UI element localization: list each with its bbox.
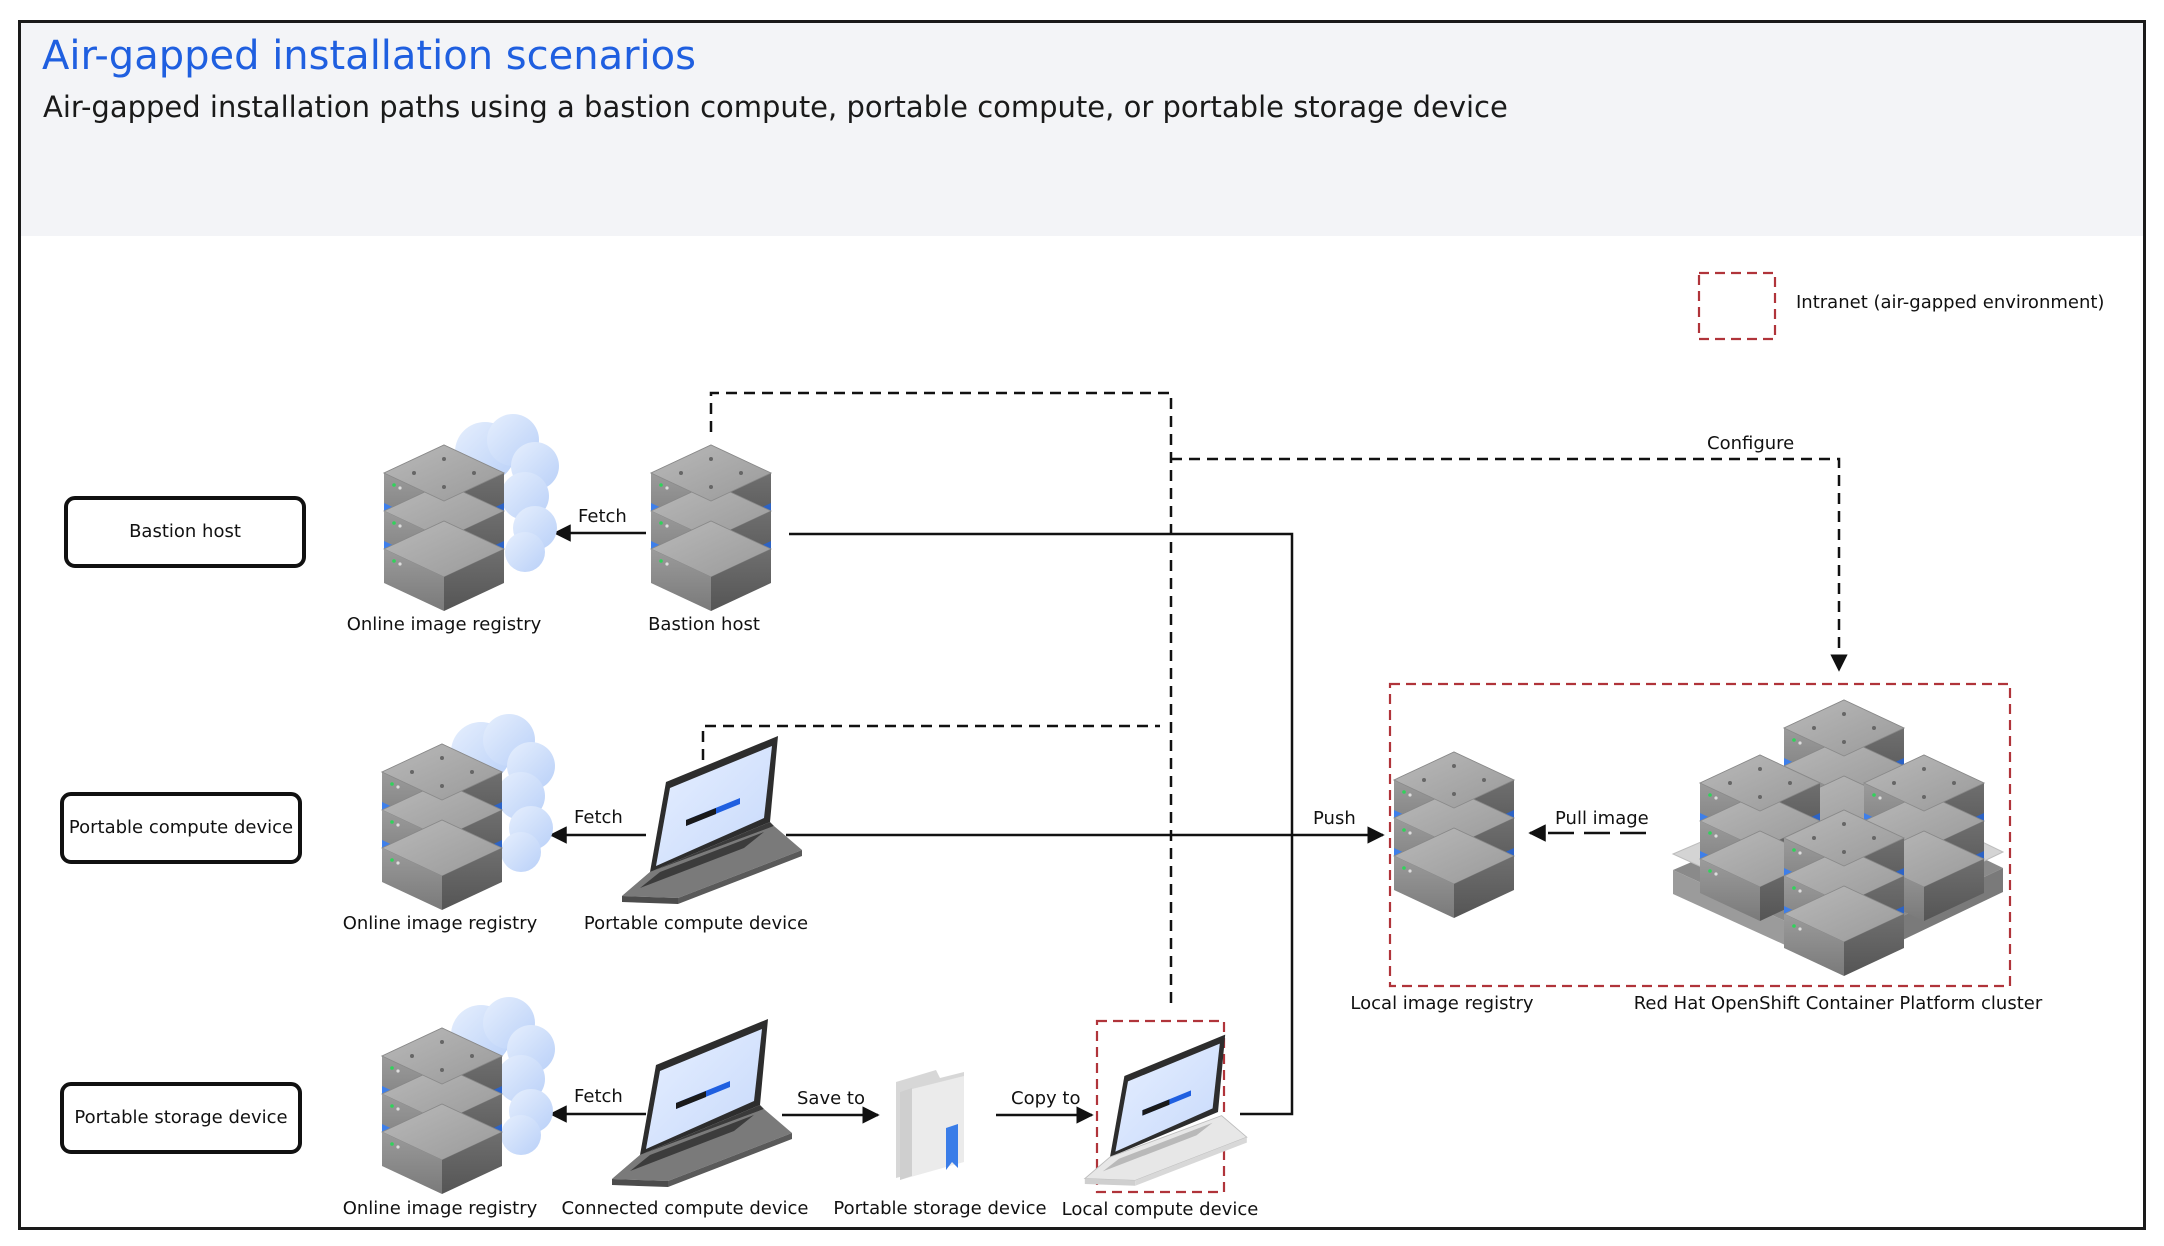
bastion-host-server-icon [651, 445, 771, 611]
row-box-compute-label: Portable compute device [69, 817, 293, 838]
local-registry-server-icon [1394, 752, 1514, 918]
fetch-label-bastion: Fetch [578, 506, 627, 527]
online-registry-label-bastion: Online image registry [347, 614, 542, 635]
laptop-icon [1084, 1034, 1248, 1187]
local-registry-label: Local image registry [1350, 993, 1534, 1014]
folder-icon [896, 1070, 964, 1180]
header: Air-gapped installation scenarios Air-ga… [21, 23, 2143, 236]
copy-to-label: Copy to [1011, 1088, 1080, 1109]
online-registry-label-storage: Online image registry [343, 1198, 538, 1219]
row-box-storage: Portable storage device [60, 1082, 302, 1154]
bastion-solid-link [789, 532, 1294, 1116]
online-registry-icon [382, 997, 555, 1194]
row-box-bastion: Bastion host [64, 496, 306, 568]
bastion-dashed-link [709, 391, 1173, 1008]
portable-storage-label: Portable storage device [833, 1198, 1046, 1219]
laptop-icon [612, 1019, 792, 1187]
intranet-boundary-local-device [1095, 1019, 1226, 1194]
page-title: Air-gapped installation scenarios [42, 33, 696, 79]
fetch-label-storage: Fetch [574, 1086, 623, 1107]
fetch-label-compute: Fetch [574, 807, 623, 828]
portable-compute-label: Portable compute device [584, 913, 808, 934]
openshift-cluster-icon [1671, 700, 2005, 976]
local-compute-label: Local compute device [1062, 1199, 1259, 1220]
save-to-label: Save to [797, 1088, 865, 1109]
online-registry-icon [384, 414, 559, 611]
configure-dashed-arrow [1171, 457, 1848, 672]
bastion-host-label: Bastion host [648, 614, 760, 635]
legend-intranet-swatch [1697, 271, 1777, 341]
configure-label: Configure [1707, 433, 1794, 454]
online-registry-label-compute: Online image registry [343, 913, 538, 934]
push-label: Push [1313, 808, 1356, 829]
laptop-icon [622, 736, 802, 904]
row-box-bastion-label: Bastion host [129, 521, 241, 542]
intranet-boundary-cluster [1388, 682, 2012, 988]
row-box-compute: Portable compute device [60, 792, 302, 864]
online-registry-icon [382, 714, 555, 910]
row-box-storage-label: Portable storage device [74, 1107, 287, 1128]
pull-image-label: Pull image [1555, 808, 1649, 829]
legend-intranet-label: Intranet (air-gapped environment) [1796, 292, 2104, 313]
cluster-label: Red Hat OpenShift Container Platform clu… [1634, 993, 2043, 1014]
connected-compute-label: Connected compute device [562, 1198, 809, 1219]
page-subtitle: Air-gapped installation paths using a ba… [43, 90, 1508, 124]
diagram-frame: Air-gapped installation scenarios Air-ga… [18, 20, 2146, 1230]
